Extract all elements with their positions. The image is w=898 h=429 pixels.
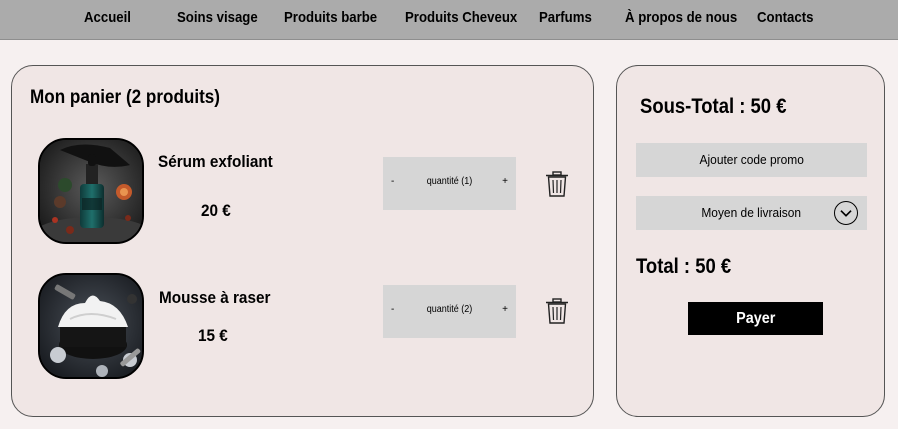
nav-item-parfums[interactable]: Parfums [539,9,592,26]
delivery-method-select[interactable]: Moyen de livraison [636,196,867,230]
order-summary-panel: Sous-Total : 50 € Ajouter code promo Moy… [616,65,885,417]
product-image-mousse[interactable] [38,273,144,379]
nav-item-produits-barbe[interactable]: Produits barbe [284,9,378,26]
quantity-label: quantité (1) [426,176,473,187]
nav-item-a-propos[interactable]: À propos de nous [625,9,738,26]
pay-button-label: Payer [735,310,776,327]
decrease-quantity-button[interactable]: - [391,304,395,315]
shaving-foam-image [40,275,142,377]
quantity-stepper: - quantité (1) + [383,157,516,210]
promo-button-label: Ajouter code promo [699,152,804,167]
product-name: Mousse à raser [159,288,271,307]
nav-item-produits-cheveux[interactable]: Produits Cheveux [405,9,518,26]
serum-bottle-image [40,140,142,242]
subtotal: Sous-Total : 50 € [640,95,787,118]
product-image-serum[interactable] [38,138,144,244]
cart-panel: Mon panier (2 produits) [11,65,594,417]
nav-item-accueil[interactable]: Accueil [84,9,131,26]
quantity-label: quantité (2) [426,304,473,315]
order-total: Total : 50 € [636,255,732,278]
trash-icon[interactable] [545,298,569,324]
quantity-stepper: - quantité (2) + [383,285,516,338]
nav-item-soins-visage[interactable]: Soins visage [177,9,258,26]
cart-title: Mon panier (2 produits) [30,87,220,108]
nav-item-contacts[interactable]: Contacts [757,9,814,26]
chevron-down-icon [834,201,858,225]
add-promo-code-button[interactable]: Ajouter code promo [636,143,867,177]
product-price: 20 € [201,201,231,220]
decrease-quantity-button[interactable]: - [391,176,395,187]
trash-icon[interactable] [545,171,569,197]
delivery-select-label: Moyen de livraison [701,205,802,220]
increase-quantity-button[interactable]: + [502,176,508,187]
product-name: Sérum exfoliant [158,152,273,171]
product-price: 15 € [198,326,228,345]
increase-quantity-button[interactable]: + [502,304,508,315]
pay-button[interactable]: Payer [688,302,823,335]
top-nav: Accueil Soins visage Produits barbe Prod… [0,0,898,40]
